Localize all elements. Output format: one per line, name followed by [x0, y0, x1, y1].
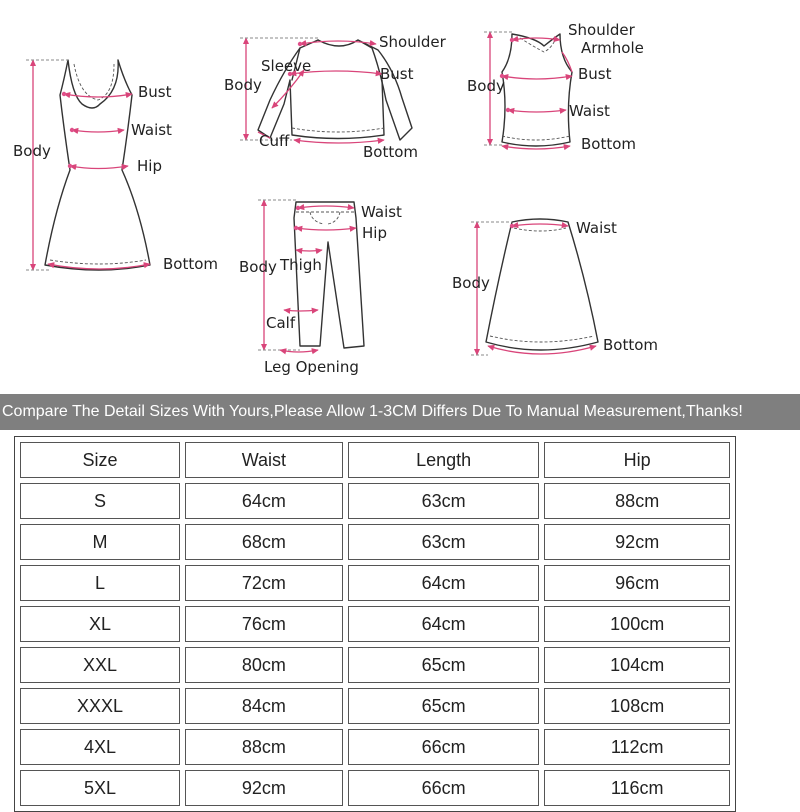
pants-thigh-label: Thigh — [279, 256, 322, 274]
table-cell-hip: 100cm — [544, 606, 730, 642]
vest-armhole-label: Armhole — [581, 39, 644, 57]
table-cell-size: S — [20, 483, 180, 519]
coat-cuff-label: Cuff — [259, 132, 290, 150]
table-cell-length: 64cm — [347, 565, 540, 601]
header-size: Size — [20, 442, 180, 478]
table-cell-hip: 108cm — [544, 688, 730, 724]
coat-figure: Shoulder Sleeve Body Bust Cuff Bottom — [224, 33, 447, 161]
measurement-notice-banner: Compare The Detail Sizes With Yours,Plea… — [0, 394, 800, 430]
skirt-body-label: Body — [452, 274, 490, 292]
dress-bottom-label: Bottom — [163, 255, 218, 273]
table-cell-size: 5XL — [20, 770, 180, 806]
table-cell-waist: 72cm — [184, 565, 343, 601]
table-cell-hip: 96cm — [544, 565, 730, 601]
table-cell-waist: 84cm — [184, 688, 343, 724]
pants-figure: Waist Hip Body Thigh Calf Leg Opening — [239, 199, 402, 376]
table-cell-hip: 112cm — [544, 729, 730, 765]
vest-shoulder-label: Shoulder — [568, 21, 636, 39]
dress-bust-label: Bust — [138, 83, 172, 101]
pants-body-label: Body — [239, 258, 277, 276]
table-cell-waist: 92cm — [184, 770, 343, 806]
dress-figure: Bust Waist Hip Body Bottom — [13, 59, 218, 273]
table-cell-size: XXL — [20, 647, 180, 683]
table-cell-size: 4XL — [20, 729, 180, 765]
table-cell-hip: 88cm — [544, 483, 730, 519]
pants-calf-label: Calf — [266, 314, 296, 332]
coat-bust-label: Bust — [380, 65, 414, 83]
table-cell-length: 63cm — [347, 524, 540, 560]
measurement-diagram: Bust Waist Hip Body Bottom Shoulder Slee… — [13, 21, 658, 376]
table-cell-waist: 76cm — [184, 606, 343, 642]
table-cell-length: 63cm — [347, 483, 540, 519]
header-hip: Hip — [544, 442, 730, 478]
header-length: Length — [347, 442, 540, 478]
dress-body-label: Body — [13, 142, 51, 160]
table-cell-hip: 92cm — [544, 524, 730, 560]
table-header-row: Size Waist Length Hip — [20, 442, 730, 478]
coat-shoulder-label: Shoulder — [379, 33, 447, 51]
table-cell-waist: 68cm — [184, 524, 343, 560]
coat-bottom-label: Bottom — [363, 143, 418, 161]
pants-waist-label: Waist — [361, 203, 402, 221]
table-cell-length: 65cm — [347, 688, 540, 724]
table-cell-length: 66cm — [347, 770, 540, 806]
table-cell-hip: 104cm — [544, 647, 730, 683]
vest-bottom-label: Bottom — [581, 135, 636, 153]
vest-bust-label: Bust — [578, 65, 612, 83]
skirt-figure: Waist Body Bottom — [452, 218, 658, 356]
table-cell-length: 65cm — [347, 647, 540, 683]
pants-leg-opening-label: Leg Opening — [264, 358, 359, 376]
table-cell-size: XXXL — [20, 688, 180, 724]
vest-waist-label: Waist — [569, 102, 610, 120]
table-cell-size: M — [20, 524, 180, 560]
table-cell-waist: 64cm — [184, 483, 343, 519]
table-cell-hip: 116cm — [544, 770, 730, 806]
table-cell-length: 64cm — [347, 606, 540, 642]
pants-hip-label: Hip — [362, 224, 387, 242]
table-cell-waist: 80cm — [184, 647, 343, 683]
dress-waist-label: Waist — [131, 121, 172, 139]
table-cell-size: XL — [20, 606, 180, 642]
coat-body-label: Body — [224, 76, 262, 94]
skirt-bottom-label: Bottom — [603, 336, 658, 354]
skirt-waist-label: Waist — [576, 219, 617, 237]
table-cell-size: L — [20, 565, 180, 601]
table-cell-waist: 88cm — [184, 729, 343, 765]
table-cell-length: 66cm — [347, 729, 540, 765]
dress-hip-label: Hip — [137, 157, 162, 175]
vest-figure: Shoulder Armhole Bust Body Waist Bottom — [467, 21, 644, 153]
coat-sleeve-label: Sleeve — [261, 57, 311, 75]
header-waist: Waist — [184, 442, 343, 478]
vest-body-label: Body — [467, 77, 505, 95]
